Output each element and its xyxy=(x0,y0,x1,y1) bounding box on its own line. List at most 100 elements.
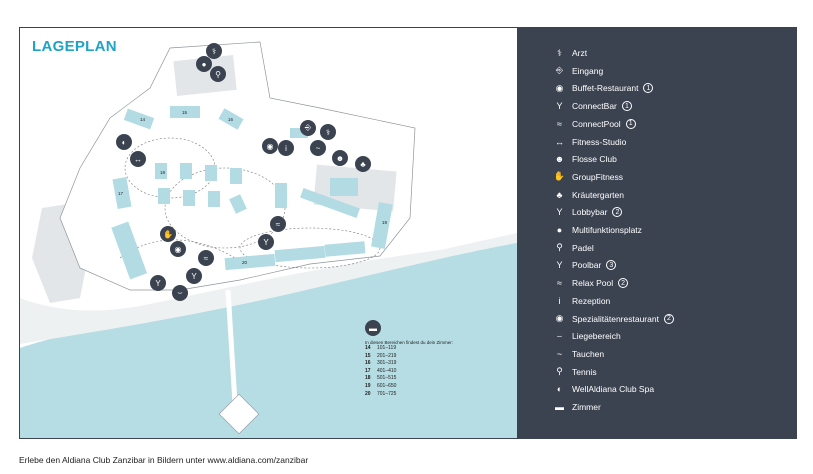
legend-item-number: 2 xyxy=(663,313,674,324)
racket-icon: ⚲ xyxy=(556,242,563,253)
legend-item-label: Lobbybar xyxy=(572,207,608,218)
room-range: 401–410 xyxy=(377,367,397,374)
svg-text:18: 18 xyxy=(160,170,166,175)
legend-item[interactable]: ⚲ Padel xyxy=(553,240,594,256)
legend-item-label: Tennis xyxy=(572,366,597,377)
spa-icon: ◐ xyxy=(556,384,563,395)
legend-item-label: Zimmer xyxy=(572,402,601,412)
map-pin-stethoscope-icon-2[interactable]: ⚕ xyxy=(320,124,336,140)
map-pin-sunbed-icon[interactable]: ⌣ xyxy=(172,285,188,301)
map-pin-entrance-icon[interactable]: ⎆ xyxy=(300,120,316,136)
legend-item[interactable]: ◐WellAldiana Club Spa xyxy=(553,381,654,397)
legend-item[interactable]: ☻ Flosse Club xyxy=(553,151,617,167)
map-pin-diving-icon[interactable]: ~ xyxy=(310,140,326,156)
legend-item-label: Padel xyxy=(572,242,594,253)
kids-club-icon: ☻ xyxy=(554,154,565,165)
map-pin-stethoscope-icon[interactable]: ⚕ xyxy=(206,43,222,59)
info-icon: i xyxy=(558,295,561,306)
map-pin-racket-icon[interactable]: ⚲ xyxy=(210,66,226,82)
pier-platform xyxy=(218,393,260,435)
legend-item-label: Buffet-Restaurant xyxy=(572,83,639,94)
room-range: 501–515 xyxy=(377,375,397,382)
legend-item[interactable]: ↔Fitness-Studio xyxy=(553,134,626,150)
map-pin-pool-icon[interactable]: ≈ xyxy=(270,216,286,232)
legend-item[interactable]: ●Multifunktionsplatz xyxy=(553,222,642,238)
room-key-row: 18 501–515 xyxy=(365,375,485,383)
room-block-number: 18 xyxy=(365,375,371,382)
map-pin-buffet-icon[interactable]: ◉ xyxy=(170,241,186,257)
room-block-number: 19 xyxy=(365,382,371,389)
stethoscope-icon: ⚕ xyxy=(557,47,562,58)
legend-item-label: Poolbar xyxy=(572,260,602,271)
beach-area xyxy=(20,233,517,344)
legend-item[interactable]: ~ Tauchen xyxy=(553,346,604,362)
room-key-row: 17 401–410 xyxy=(365,368,485,376)
map-pin-dumbbell-icon[interactable]: ↔ xyxy=(130,151,146,167)
buffet-icon: ◉ xyxy=(555,82,564,93)
legend-item-label: ConnectPool xyxy=(572,118,621,129)
legend-item[interactable]: ⌣Liegebereich xyxy=(553,328,621,344)
legend-item[interactable]: ⎆ Eingang xyxy=(553,63,603,79)
legend-item-label: GroupFitness xyxy=(572,171,624,182)
cocktail-icon: Y xyxy=(556,260,563,271)
legend-item-label: Flosse Club xyxy=(572,154,617,165)
map-drawing: 14 15 16 17 18 19 20 xyxy=(20,41,517,438)
room-range: 701–725 xyxy=(377,390,397,397)
map-pin-location-pin-icon[interactable]: ● xyxy=(196,56,212,72)
room-block-number: 15 xyxy=(365,352,371,359)
legend-item[interactable]: ▬Zimmer xyxy=(553,399,601,415)
legend-item-label: Relax Pool xyxy=(572,278,614,289)
sea-area xyxy=(20,233,517,438)
svg-text:20: 20 xyxy=(242,260,248,265)
map-pin-herb-icon[interactable]: ♣ xyxy=(355,156,371,172)
legend-item[interactable]: ♣Kräutergarten xyxy=(553,187,624,203)
legend-item[interactable]: ⚲ Tennis xyxy=(553,364,597,380)
legend-item-number: 2 xyxy=(612,207,623,218)
tennis-icon: ⚲ xyxy=(556,366,563,377)
map-pin-group-fitness-icon[interactable]: ✋ xyxy=(160,226,176,242)
svg-text:14: 14 xyxy=(140,117,146,122)
sunbed-icon: ⌣ xyxy=(556,330,563,341)
bed-icon: ▬ xyxy=(365,320,381,336)
map-pin-cocktail-icon-3[interactable]: Y xyxy=(150,275,166,291)
legend-item-label: Tauchen xyxy=(572,348,605,359)
diving-icon: ~ xyxy=(556,348,563,359)
page-frame: 14 15 16 17 18 19 20 LAGEPLAN ⚕ ● ⚲ ◐ ↔ … xyxy=(19,27,797,439)
room-range: 301–319 xyxy=(377,360,397,367)
room-key-caption: In diesen Bereichen findest du dein Zimm… xyxy=(365,340,454,345)
map-pin-pool-icon-2[interactable]: ≈ xyxy=(198,250,214,266)
map-pin-info-icon[interactable]: i xyxy=(278,140,294,156)
map-pin-spa-icon[interactable]: ◐ xyxy=(116,134,132,150)
legend-item-number: 1 xyxy=(625,118,636,129)
footer-text: Erlebe den Aldiana Club Zanzibar in Bild… xyxy=(19,455,309,465)
cocktail-icon: Y xyxy=(556,207,563,218)
svg-text:15: 15 xyxy=(182,110,188,115)
map-pin-cocktail-icon[interactable]: Y xyxy=(258,234,274,250)
room-block-number: 17 xyxy=(365,367,371,374)
entrance-icon: ⎆ xyxy=(555,65,564,76)
legend-item[interactable]: ⚕Arzt xyxy=(553,45,587,61)
map-pin-kids-club-icon[interactable]: ☻ xyxy=(332,150,348,166)
room-range: 201–219 xyxy=(377,352,397,359)
legend-item[interactable]: Y Lobbybar 2 xyxy=(553,204,623,220)
legend-item[interactable]: ✋GroupFitness xyxy=(553,169,623,185)
herb-icon: ♣ xyxy=(556,189,563,200)
map-pin-cocktail-icon-2[interactable]: Y xyxy=(186,268,202,284)
legend-item-number: 2 xyxy=(618,278,629,289)
site-map[interactable]: 14 15 16 17 18 19 20 LAGEPLAN ⚕ ● ⚲ ◐ ↔ … xyxy=(20,28,517,438)
cocktail-icon: Y xyxy=(556,101,563,112)
legend-item-label: Eingang xyxy=(572,65,604,76)
map-pin-restaurant-icon[interactable]: ◉ xyxy=(262,138,278,154)
